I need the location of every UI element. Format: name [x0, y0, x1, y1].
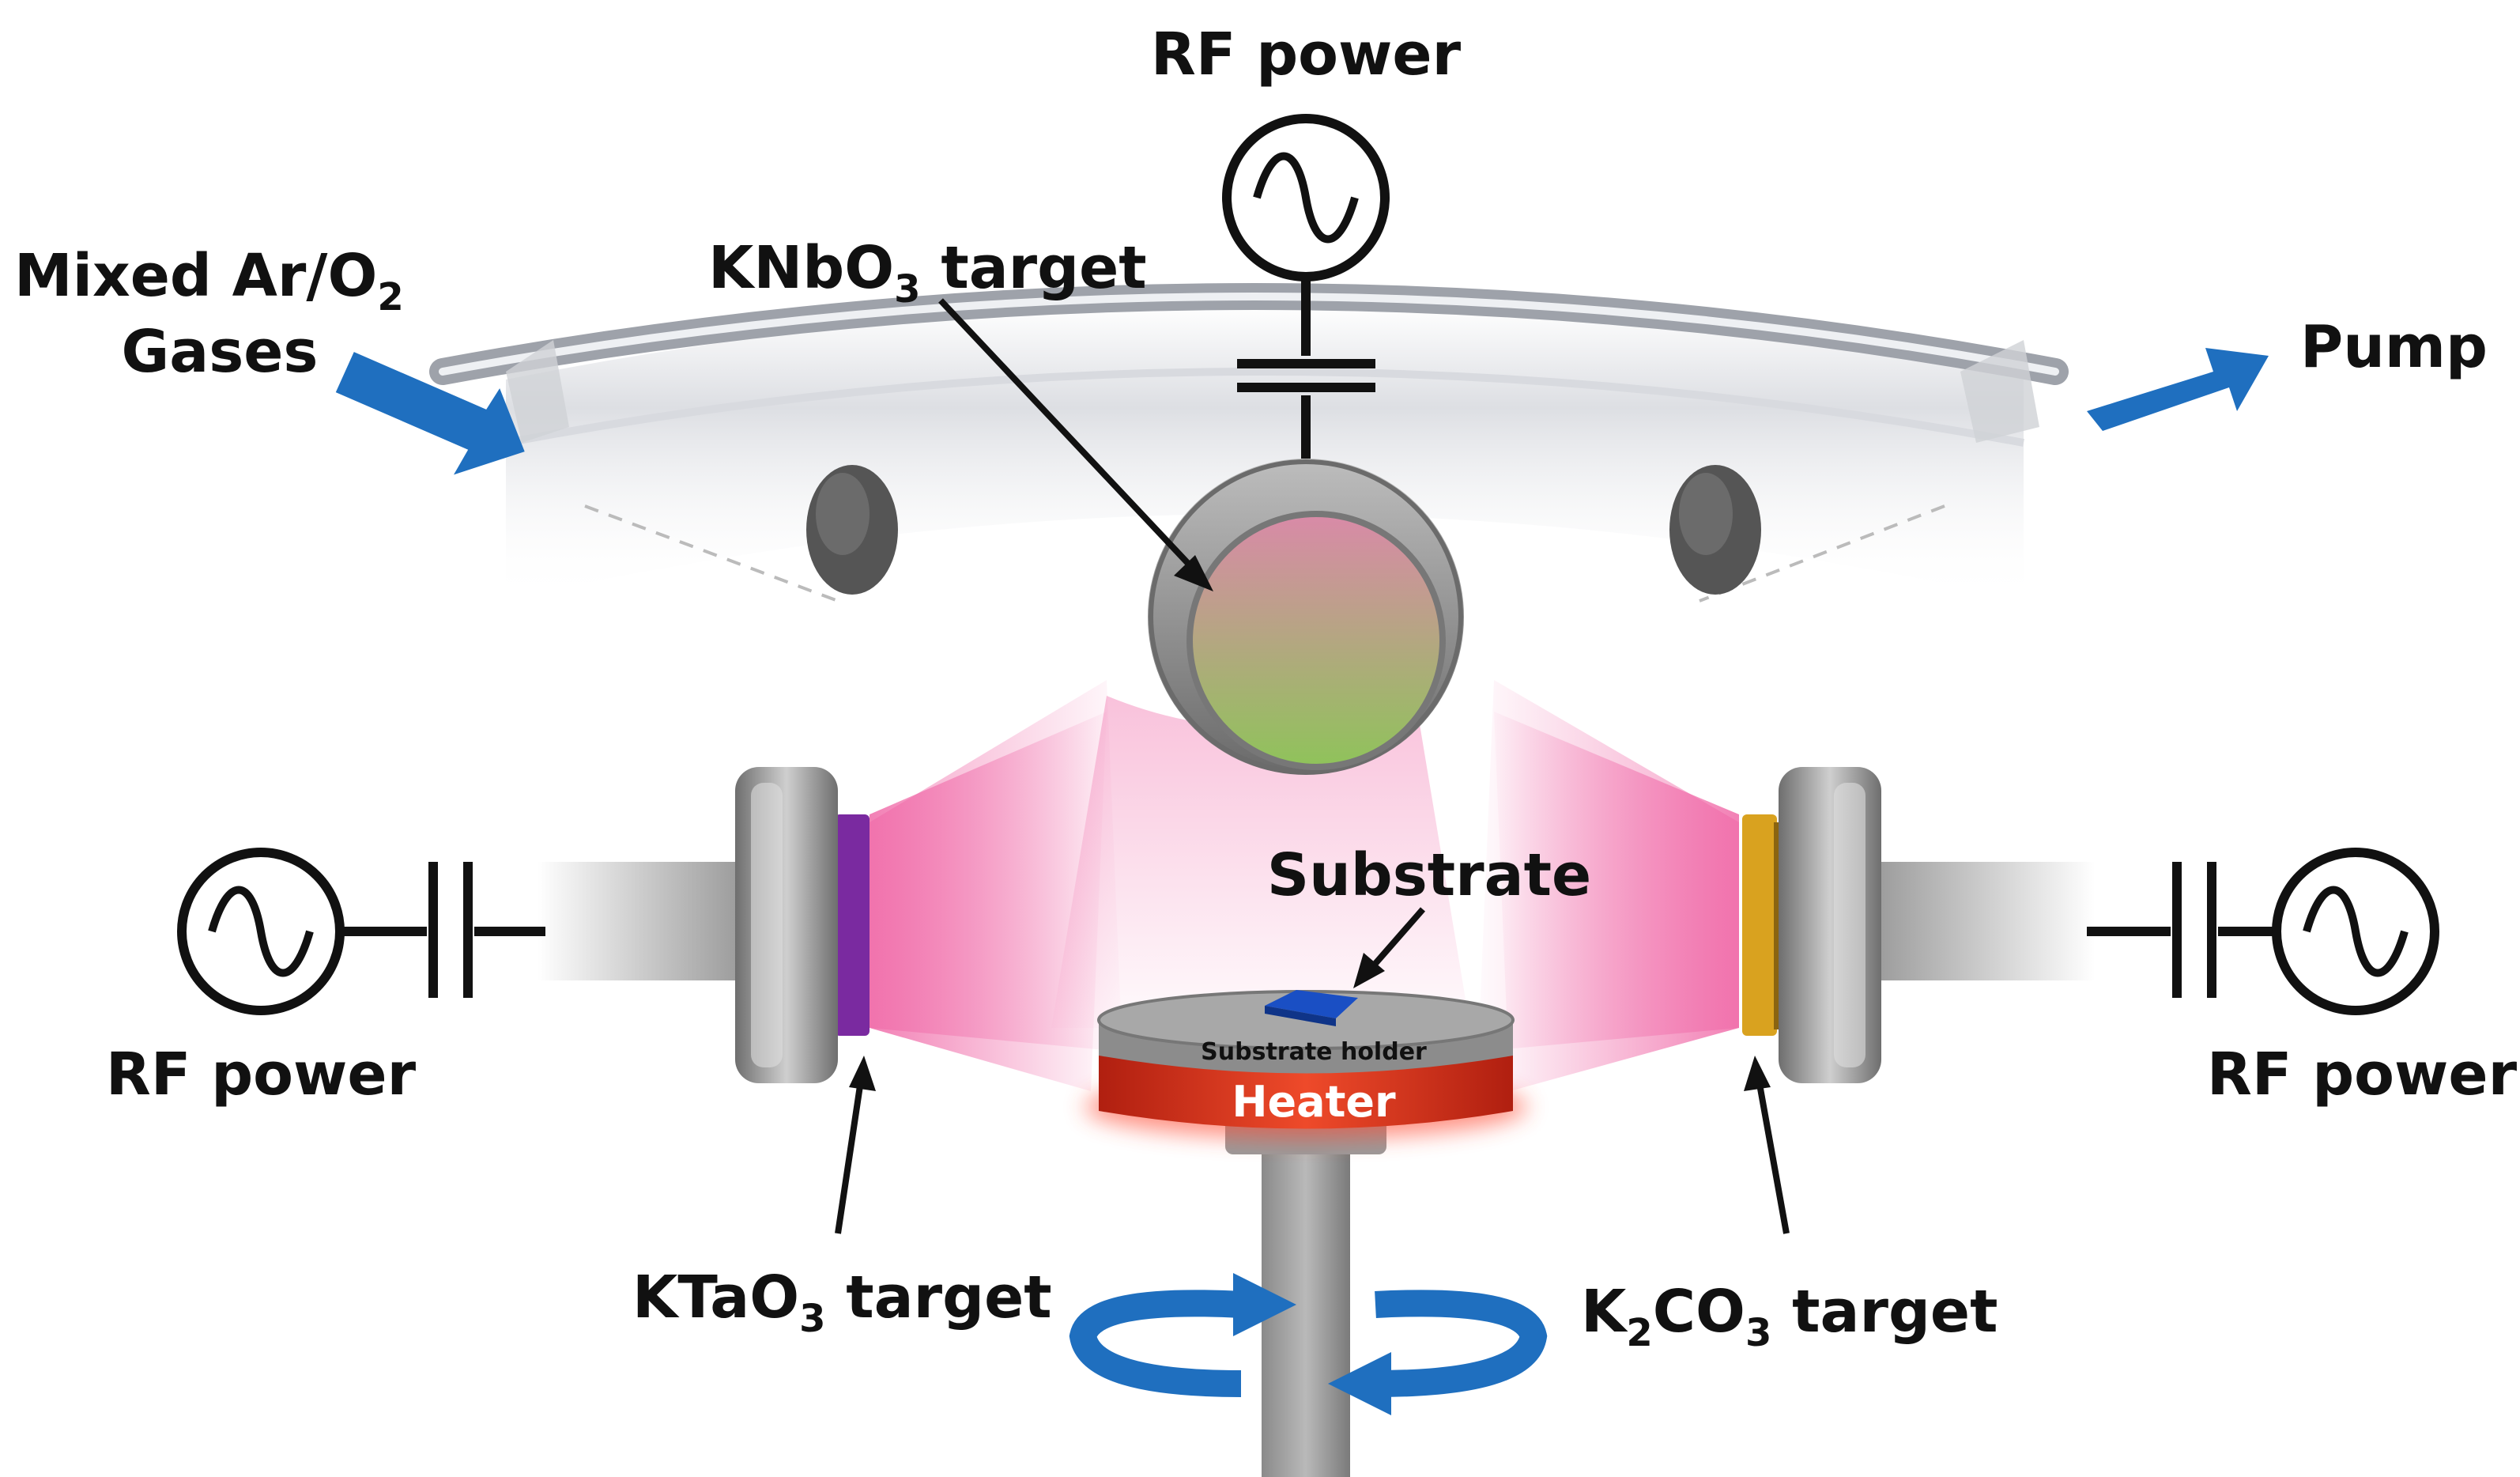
- rf-power-left-label: RF power: [106, 1041, 417, 1109]
- k2co3-subscript-2: 3: [1745, 1311, 1771, 1355]
- k2co3-k: K: [1581, 1278, 1628, 1346]
- rf-power-right-label: RF power: [2207, 1041, 2518, 1109]
- flow-arrow-icon: [335, 352, 525, 475]
- substrate-holder-label: Substrate holder: [1201, 1038, 1427, 1066]
- knbo3-subscript: 3: [894, 267, 920, 312]
- knbo3-target-label: KNbO3 target: [708, 234, 1147, 312]
- ktao3-suffix: target: [826, 1264, 1052, 1332]
- gas-inlet-line1: Mixed Ar/O: [14, 242, 377, 310]
- k2co3-target-label: K2CO3 target: [1581, 1278, 1998, 1355]
- k2co3-suffix: target: [1771, 1278, 1998, 1346]
- pump-label: Pump: [2300, 313, 2488, 381]
- knbo3-target: [1190, 514, 1443, 767]
- substrate-stage: [1085, 990, 1527, 1477]
- heater-label: Heater: [1232, 1077, 1396, 1127]
- ktao3-target: [835, 814, 870, 1036]
- substrate-label: Substrate: [1267, 841, 1591, 909]
- gas-inlet-label: Mixed Ar/O2: [14, 242, 404, 319]
- rf-power-top-label: RF power: [1151, 21, 1462, 89]
- knbo3-suffix: target: [921, 234, 1147, 302]
- ktao3-formula: KTaO: [632, 1264, 799, 1332]
- left-rf-circuit: [177, 848, 545, 1015]
- rotation-arrow-head: [1328, 1352, 1391, 1415]
- substrate-chip: [1265, 990, 1358, 1018]
- top-sputter-gun: [1148, 459, 1464, 775]
- top-rf-circuit: [1222, 114, 1390, 459]
- ktao3-target-label: KTaO3 target: [632, 1264, 1052, 1341]
- rotation-arrow-icon: [1069, 1290, 1548, 1397]
- flow-arrow-icon: [2087, 348, 2269, 431]
- gas-inlet-line2: Gases: [122, 318, 319, 386]
- knbo3-formula: KNbO: [708, 234, 894, 302]
- rotation-arrow-head: [1233, 1273, 1296, 1336]
- k2co3-target: [1742, 814, 1777, 1036]
- right-sputter-gun: [1494, 712, 2095, 1091]
- pointer-arrows: [835, 298, 1790, 1234]
- k2co3-subscript-1: 2: [1626, 1311, 1652, 1355]
- gas-inlet-subscript: 2: [377, 275, 403, 319]
- ktao3-subscript: 3: [799, 1297, 825, 1341]
- left-sputter-gun: [538, 712, 1107, 1091]
- right-rf-circuit: [2087, 848, 2439, 1015]
- k2co3-co: CO: [1653, 1278, 1745, 1346]
